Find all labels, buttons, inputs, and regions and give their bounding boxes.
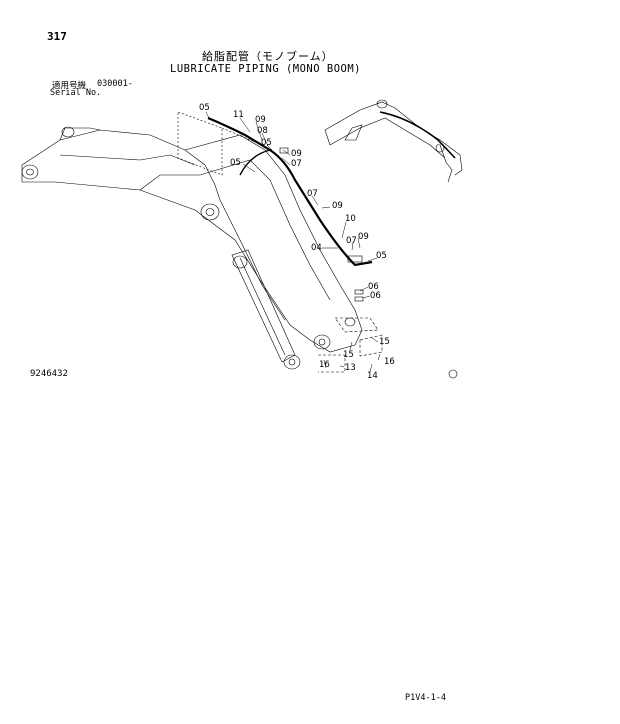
callout-09: 09 [358,232,369,242]
callout-05: 05 [261,138,272,148]
serial-label-japanese: 適用号機 [52,81,87,91]
callout-14: 14 [367,371,378,381]
callout-13: 13 [345,363,356,373]
callout-06: 06 [370,291,381,301]
callout-05: 05 [199,103,210,113]
boom-outline [21,127,363,353]
reference-panel [177,111,223,176]
callout-11: 11 [233,110,244,120]
callout-15: 15 [343,350,354,360]
callout-16: 16 [384,357,395,367]
hose-fitting [347,255,363,263]
callout-07: 07 [307,189,318,199]
serial-label-english: Serial No. [50,88,102,98]
boom-foot-pin [21,126,220,221]
grease-fitting [354,296,364,302]
callout-08: 08 [257,126,268,136]
arm-inset [324,99,463,183]
callout-05: 05 [376,251,387,261]
hose-fitting [279,147,289,154]
callout-04: 04 [311,243,322,253]
lubrication-branch-hose [239,149,271,176]
leader-lines [205,111,381,373]
boom-top-pin [313,317,356,350]
callout-06: 06 [368,282,379,292]
callout-05: 05 [230,158,241,168]
callout-09: 09 [332,201,343,211]
lubrication-hose [207,116,373,267]
title-english: LUBRICATE PIPING (MONO BOOM) [170,63,362,75]
serial-from: 030001- [97,79,133,89]
callout-15: 15 [379,337,390,347]
arm-cylinder [231,249,301,370]
revision-mark [448,369,458,379]
callout-16: 16 [319,360,330,370]
page-code: P1V4-1-4 [405,693,446,703]
callout-10: 10 [345,214,356,224]
callout-07: 07 [291,159,302,169]
callout-09: 09 [255,115,266,125]
callout-labels: 05 11 09 08 05 09 07 05 07 09 10 07 09 0… [199,103,395,381]
title-japanese: 給脂配管（モノブーム） [202,50,334,63]
bracket [334,317,379,333]
callout-07: 07 [346,236,357,246]
drawing-number: 9246432 [30,369,68,379]
page-number: 317 [47,30,67,43]
grease-fitting [354,289,364,295]
callout-09: 09 [291,149,302,159]
